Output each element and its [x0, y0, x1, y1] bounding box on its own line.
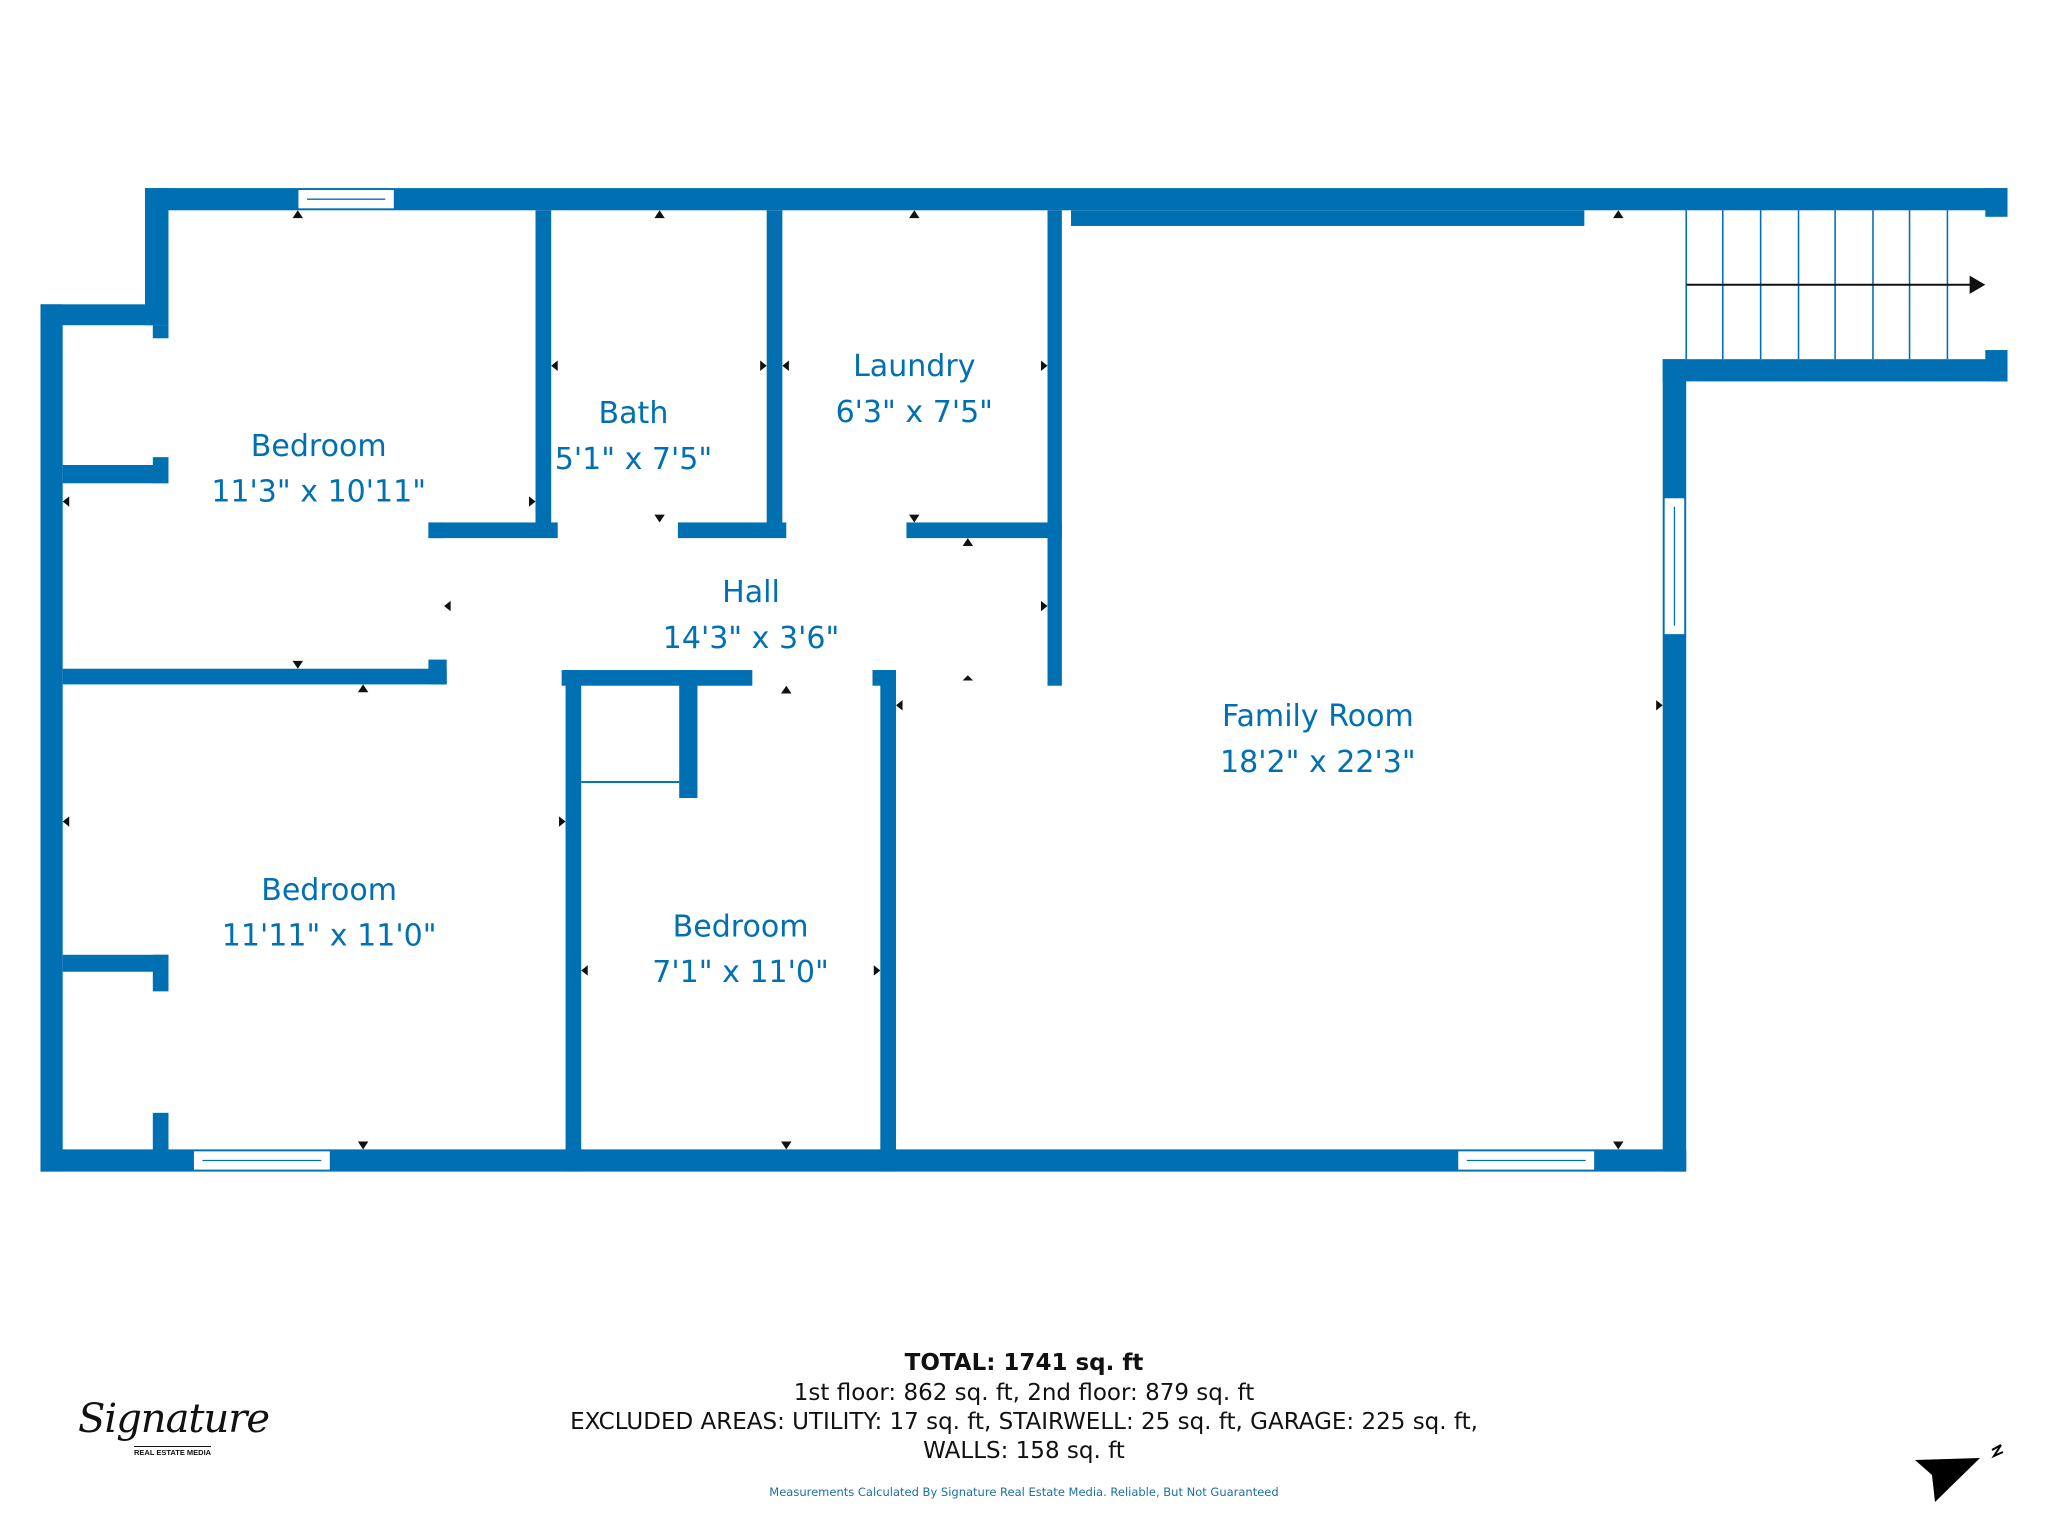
room-name: Family Room [1222, 699, 1414, 734]
north-arrow-icon [1915, 1444, 2004, 1502]
floor-areas: 1st floor: 862 sq. ft, 2nd floor: 879 sq… [793, 1380, 1255, 1406]
walls-area: WALLS: 158 sq. ft [923, 1438, 1125, 1464]
signature-logo: Signature REAL ESTATE MEDIA [72, 1396, 270, 1466]
room-dimensions: 6'3" x 7'5" [836, 395, 993, 430]
room-bedroom-1: Bedroom 11'3" x 10'11" [211, 429, 426, 510]
total-area: TOTAL: 1741 sq. ft [904, 1350, 1144, 1376]
room-name: Hall [722, 575, 780, 610]
room-name: Bedroom [251, 429, 387, 464]
room-hall: Hall 14'3" x 3'6" [663, 575, 840, 656]
room-name: Bedroom [673, 909, 809, 944]
room-dimensions: 14'3" x 3'6" [663, 621, 840, 656]
room-bedroom-3: Bedroom 7'1" x 11'0" [652, 909, 829, 990]
walls [40, 188, 2008, 1172]
excluded-areas: EXCLUDED AREAS: UTILITY: 17 sq. ft, STAI… [570, 1409, 1478, 1435]
dimension-markers [62, 210, 1663, 1150]
logo-subtitle: REAL ESTATE MEDIA [134, 1446, 212, 1457]
room-bedroom-2: Bedroom 11'11" x 11'0" [222, 873, 437, 954]
room-bath: Bath 5'1" x 7'5" [555, 396, 712, 477]
room-labels: Bedroom 11'3" x 10'11" Bath 5'1" x 7'5" … [211, 349, 1415, 990]
stair-arrow-icon [1969, 275, 1986, 294]
room-dimensions: 11'11" x 11'0" [222, 919, 437, 954]
room-laundry: Laundry 6'3" x 7'5" [836, 349, 993, 430]
room-dimensions: 7'1" x 11'0" [652, 955, 829, 990]
disclaimer: Measurements Calculated By Signature Rea… [769, 1485, 1279, 1499]
room-name: Bath [599, 396, 669, 431]
room-name: Bedroom [261, 873, 397, 908]
room-family-room: Family Room 18'2" x 22'3" [1220, 699, 1416, 780]
logo-script: Signature [78, 1396, 270, 1442]
windows [192, 188, 1686, 1171]
room-dimensions: 5'1" x 7'5" [555, 442, 712, 477]
room-name: Laundry [853, 349, 975, 384]
stairs [1685, 210, 1986, 360]
room-dimensions: 18'2" x 22'3" [1220, 745, 1416, 780]
room-dimensions: 11'3" x 10'11" [211, 475, 426, 510]
